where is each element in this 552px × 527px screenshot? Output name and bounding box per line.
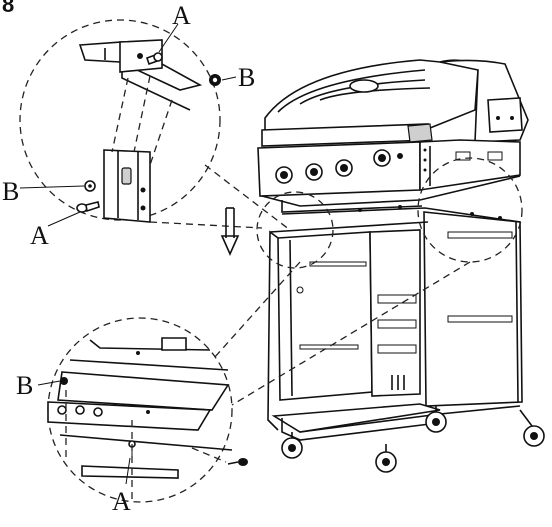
lower-bracket <box>103 149 151 223</box>
caster-wheel-icon <box>523 425 545 447</box>
label-b-bottom: B <box>16 371 33 400</box>
label-a-upper: A <box>172 1 191 30</box>
washer-icon <box>209 74 221 86</box>
bolt-icon <box>76 201 100 213</box>
side-handle <box>487 97 523 133</box>
caster-wheel-icon <box>425 411 447 433</box>
washer-icon <box>84 180 96 192</box>
frame-detail-circle <box>256 191 334 269</box>
caster-wheel-icon <box>281 437 303 459</box>
thermometer <box>349 79 379 93</box>
label-a-lower: A <box>30 221 49 250</box>
down-arrow-icon <box>220 207 240 256</box>
bottom-shelf <box>271 403 441 433</box>
callout-connector <box>204 164 291 231</box>
bottom-detail-callout: B A <box>16 317 248 516</box>
crossbar-rail <box>57 371 230 411</box>
caster-wheel-icon <box>375 451 397 473</box>
knob-icon <box>275 166 293 184</box>
knob-icon <box>305 163 323 181</box>
bolt-icon <box>145 52 163 66</box>
knob-icon <box>373 149 391 167</box>
step-number: 8 <box>2 0 14 17</box>
label-a-bottom: A <box>112 487 131 516</box>
top-detail-callout: A B B A <box>2 1 255 250</box>
grill-lid <box>264 59 479 135</box>
cart-right-panel <box>423 211 523 407</box>
callout-connector <box>231 261 471 406</box>
right-detail-circle <box>417 157 523 263</box>
bolt-icon <box>227 458 248 466</box>
label-b-lower: B <box>2 177 19 206</box>
lower-bar <box>81 465 179 479</box>
washer-icon <box>60 377 68 385</box>
grill-illustration <box>257 59 545 473</box>
label-b-upper: B <box>238 63 255 92</box>
knob-icon <box>335 159 353 177</box>
